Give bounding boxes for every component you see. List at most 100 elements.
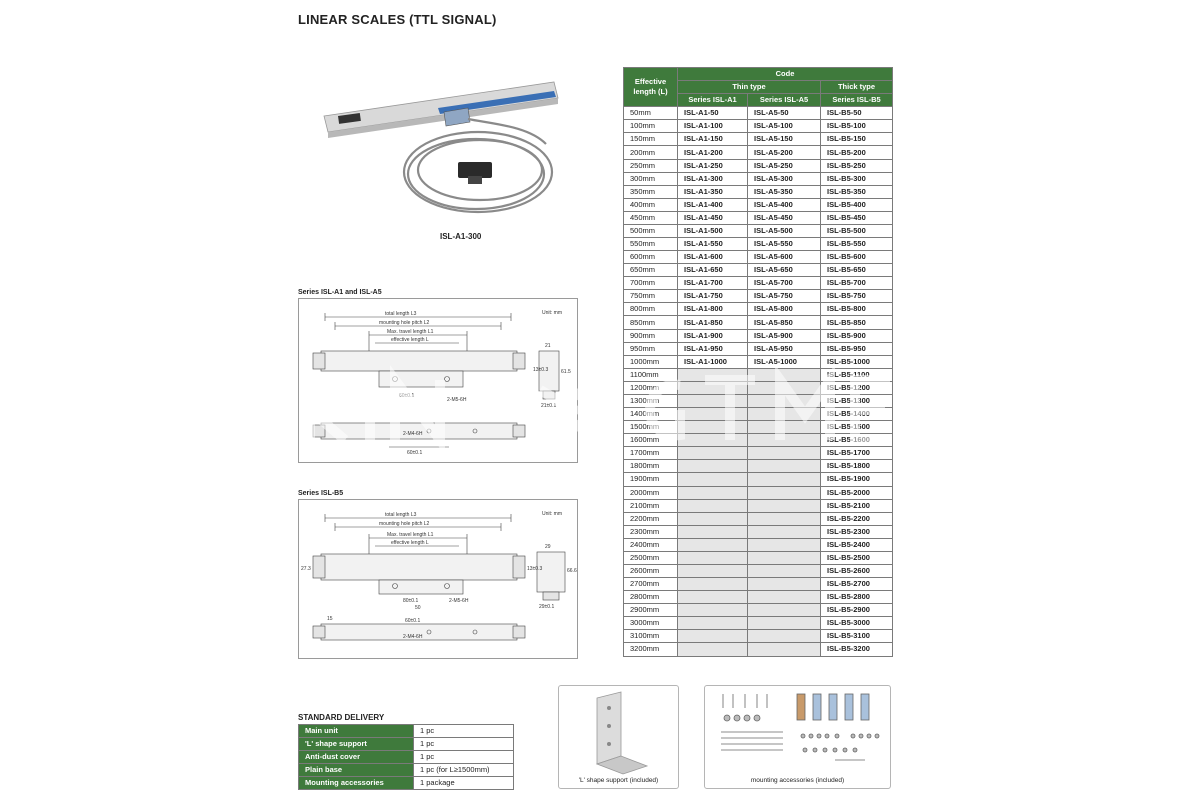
length-cell: 2400mm [623,537,678,552]
table-row: 2100mm ISL-B5-2100 [623,498,893,513]
header-thin-type: Thin type [677,80,821,95]
dim-pitch-top: 60±0.1 [399,393,414,399]
empty-cell [677,393,748,409]
code-cell: ISL-B5-50 [820,106,893,121]
code-cell: ISL-A5-1000 [747,354,821,369]
code-cell: ISL-B5-500 [820,223,893,239]
empty-cell [677,459,748,474]
empty-cell [677,472,748,487]
code-cell: ISL-B5-2800 [820,590,893,605]
dim-mounting-pitch: mounting hole pitch L2 [379,320,430,326]
empty-cell [747,524,821,539]
code-cell: ISL-A1-950 [677,341,748,356]
code-cell: ISL-B5-1800 [820,459,893,474]
dim-total-length: total length L3 [385,311,417,317]
table-row: 2800mm ISL-B5-2800 [623,590,893,605]
header-effective-length: Effective length (L) [623,66,678,108]
dim-width: 21 [545,343,551,349]
code-cell: ISL-A1-750 [677,289,748,304]
length-cell: 550mm [623,237,678,252]
dim-mounting-pitch: mounting hole pitch L2 [379,521,430,527]
empty-cell [677,629,748,644]
length-cell: 850mm [623,315,678,330]
code-cell: ISL-A1-800 [677,302,748,317]
header-series-b5: Series ISL-B5 [820,93,893,108]
empty-cell [747,498,821,513]
length-cell: 2200mm [623,511,678,526]
code-cell: ISL-B5-2000 [820,485,893,500]
code-cell: ISL-A1-650 [677,263,748,278]
empty-cell [677,537,748,552]
length-cell: 1400mm [623,407,678,422]
length-cell: 1500mm [623,420,678,435]
empty-cell [747,537,821,552]
dim-span: 50 [415,605,421,611]
dim-base: 29±0.1 [539,604,554,610]
code-cell: ISL-A5-750 [747,289,821,304]
dim-h2: 13±0.3 [527,566,542,572]
code-cell: ISL-B5-1200 [820,380,893,395]
empty-cell [747,393,821,409]
length-cell: 1900mm [623,472,678,487]
dim-effective-length: effective length L [391,540,429,546]
code-cell: ISL-B5-1600 [820,433,893,448]
code-cell: ISL-A1-100 [677,119,748,134]
code-cell: ISL-B5-150 [820,132,893,147]
code-cell: ISL-A1-450 [677,210,748,225]
code-cell: ISL-B5-2300 [820,524,893,539]
length-cell: 3100mm [623,629,678,644]
empty-cell [747,550,821,565]
empty-cell [677,563,748,579]
code-cell: ISL-B5-200 [820,145,893,160]
empty-cell [747,367,821,382]
empty-cell [677,485,748,500]
header-series-a5: Series ISL-A5 [747,93,821,108]
length-cell: 400mm [623,197,678,212]
technical-drawing-b5: total length L3 mounting hole pitch L2 M… [301,512,577,641]
dim-hole-top: 2-M5-6H [447,397,467,403]
code-cell: ISL-A5-950 [747,341,821,356]
code-cell: ISL-B5-650 [820,263,893,278]
code-cell: ISL-A5-500 [747,223,821,239]
page-title: LINEAR SCALES (TTL SIGNAL) [298,12,497,27]
code-cell: ISL-A1-50 [677,106,748,121]
empty-cell [747,407,821,422]
length-cell: 800mm [623,302,678,317]
code-cell: ISL-B5-450 [820,210,893,225]
dim-max-travel: Max. travel length L1 [387,532,434,538]
technical-drawing-a1-a5: total length L3 mounting hole pitch L2 M… [312,311,571,456]
code-cell: ISL-B5-2200 [820,511,893,526]
code-cell: ISL-B5-1100 [820,367,893,382]
code-cell: ISL-B5-3000 [820,616,893,631]
empty-cell [747,563,821,579]
code-cell: ISL-A1-300 [677,171,748,186]
dim-width: 29 [545,544,551,550]
length-cell: 2100mm [623,498,678,513]
empty-cell [677,511,748,526]
dim-side: 27.3 [301,566,311,572]
code-cell: ISL-B5-2100 [820,498,893,513]
code-cell: ISL-B5-350 [820,184,893,199]
dim-height: 66.6 [567,568,577,574]
length-cell: 2800mm [623,590,678,605]
empty-cell [677,433,748,448]
code-cell: ISL-B5-2700 [820,577,893,592]
empty-cell [747,446,821,461]
code-cell: ISL-B5-1700 [820,446,893,461]
delivery-qty: 1 package [413,776,514,791]
